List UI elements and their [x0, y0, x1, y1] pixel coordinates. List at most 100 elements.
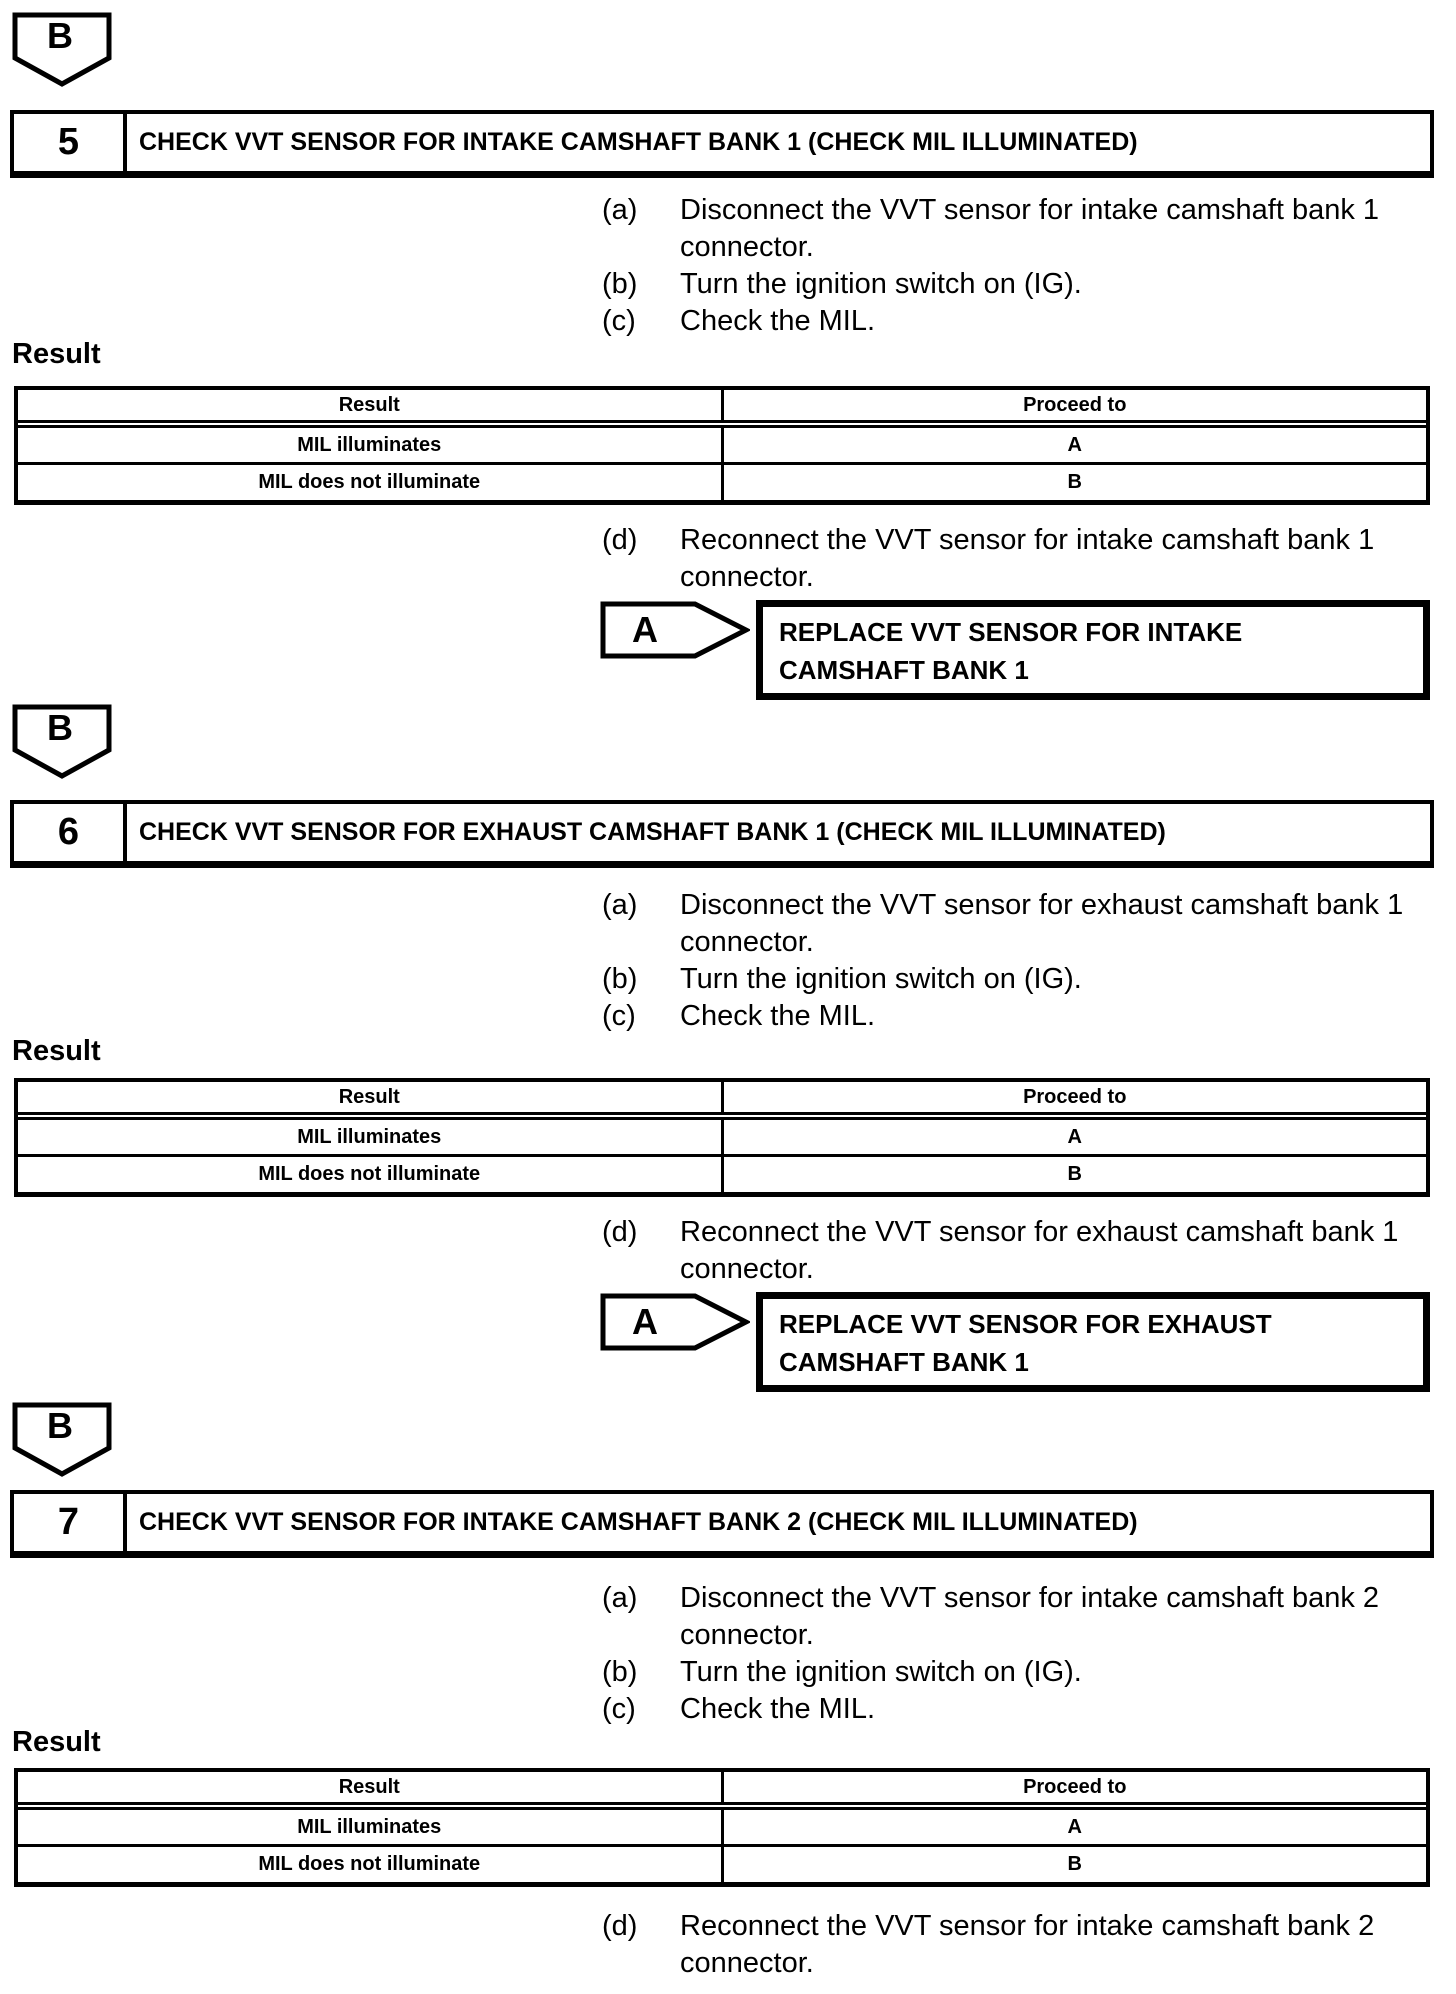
- result-heading: Result: [12, 1035, 101, 1067]
- step-line: Check the MIL.: [680, 1693, 876, 1725]
- table-header-result: Result: [18, 1772, 724, 1802]
- table-row: MIL illuminates A: [18, 1120, 1426, 1157]
- procedure-title: CHECK VVT SENSOR FOR EXHAUST CAMSHAFT BA…: [139, 818, 1166, 846]
- result-table: Result Proceed to MIL illuminates A MIL …: [14, 1768, 1430, 1887]
- table-cell-result: MIL illuminates: [18, 1810, 724, 1844]
- step-text: Check the MIL.: [680, 998, 875, 1035]
- step-line: Check the MIL.: [680, 305, 876, 337]
- step-line: Disconnect the VVT sensor for exhaust ca…: [680, 889, 1404, 921]
- step-line: connector.: [680, 926, 814, 958]
- table-header-row: Result Proceed to: [18, 1082, 1426, 1120]
- table-cell-result: MIL does not illuminate: [18, 1847, 724, 1882]
- step-text: Disconnect the VVT sensor for intake cam…: [680, 192, 1379, 266]
- procedure-steps: (a) Disconnect the VVT sensor for intake…: [602, 192, 1452, 340]
- table-cell-proceed: B: [1067, 1163, 1082, 1185]
- step-text: Check the MIL.: [680, 303, 875, 340]
- step-line: Disconnect the VVT sensor for intake cam…: [680, 194, 1380, 226]
- table-cell-proceed: A: [1067, 1815, 1082, 1838]
- table-cell-proceed: A: [1067, 433, 1082, 456]
- step-text: Check the MIL.: [680, 1691, 875, 1728]
- step-line: connector.: [680, 1619, 814, 1651]
- connector-b-label: B: [47, 15, 73, 56]
- step-label: (c): [602, 1000, 636, 1032]
- table-row: MIL does not illuminate B: [18, 1847, 1426, 1882]
- step-b: (b) Turn the ignition switch on (IG).: [602, 961, 1452, 998]
- procedure-steps: (a) Disconnect the VVT sensor for exhaus…: [602, 887, 1452, 1035]
- table-row: MIL illuminates A: [18, 428, 1426, 465]
- table-row: MIL illuminates A: [18, 1810, 1426, 1847]
- procedure-title: CHECK VVT SENSOR FOR INTAKE CAMSHAFT BAN…: [139, 1508, 1138, 1536]
- table-cell-proceed: B: [1067, 471, 1082, 493]
- action-line: CAMSHAFT BANK 1: [779, 655, 1029, 685]
- table-header-row: Result Proceed to: [18, 390, 1426, 428]
- step-line: connector.: [680, 1947, 814, 1979]
- step-a: (a) Disconnect the VVT sensor for intake…: [602, 1580, 1452, 1654]
- table-cell-proceed: B: [1067, 1853, 1082, 1875]
- action-line: REPLACE VVT SENSOR FOR INTAKE: [779, 617, 1243, 647]
- step-label: (d): [602, 524, 638, 556]
- step-b: (b) Turn the ignition switch on (IG).: [602, 1654, 1452, 1691]
- step-label: (c): [602, 1693, 636, 1725]
- table-cell-result: MIL does not illuminate: [18, 1157, 724, 1192]
- step-d: (d) Reconnect the VVT sensor for intake …: [602, 1908, 1452, 1982]
- step-b: (b) Turn the ignition switch on (IG).: [602, 266, 1452, 303]
- result-heading: Result: [12, 1726, 101, 1758]
- pentagon-down-icon: [12, 704, 112, 779]
- table-header-result: Result: [18, 1082, 724, 1112]
- connector-b-marker: B: [12, 1402, 112, 1477]
- step-line: Turn the ignition switch on (IG).: [680, 963, 1082, 995]
- action-box: REPLACE VVT SENSOR FOR INTAKE CAMSHAFT B…: [756, 600, 1430, 700]
- connector-b-marker: B: [12, 12, 112, 87]
- step-label: (a): [602, 1582, 638, 1614]
- step-a: (a) Disconnect the VVT sensor for intake…: [602, 192, 1452, 266]
- procedure-post-step: (d) Reconnect the VVT sensor for intake …: [602, 522, 1452, 596]
- step-label: (b): [602, 268, 638, 300]
- table-cell-proceed: A: [1067, 1125, 1082, 1148]
- pentagon-right-icon: [600, 1293, 750, 1351]
- step-text: Disconnect the VVT sensor for intake cam…: [680, 1580, 1379, 1654]
- action-line: REPLACE VVT SENSOR FOR EXHAUST: [779, 1309, 1272, 1339]
- step-line: Disconnect the VVT sensor for intake cam…: [680, 1582, 1380, 1614]
- connector-b-label: B: [47, 707, 73, 748]
- step-d: (d) Reconnect the VVT sensor for intake …: [602, 522, 1452, 596]
- connector-b-label: B: [47, 1405, 73, 1446]
- procedure-title-bar: 6 CHECK VVT SENSOR FOR EXHAUST CAMSHAFT …: [10, 800, 1434, 868]
- step-c: (c) Check the MIL.: [602, 303, 1452, 340]
- pentagon-right-icon: [600, 601, 750, 659]
- table-header-proceed-to: Proceed to: [1023, 393, 1127, 416]
- result-heading: Result: [12, 338, 101, 370]
- step-line: Reconnect the VVT sensor for exhaust cam…: [680, 1216, 1399, 1248]
- step-text: Reconnect the VVT sensor for intake cams…: [680, 1908, 1374, 1982]
- result-a-marker: A: [600, 1293, 750, 1351]
- step-label: (d): [602, 1216, 638, 1248]
- table-header-result: Result: [18, 390, 724, 420]
- step-text: Turn the ignition switch on (IG).: [680, 961, 1082, 998]
- step-line: Check the MIL.: [680, 1000, 876, 1032]
- step-d: (d) Reconnect the VVT sensor for exhaust…: [602, 1214, 1452, 1288]
- step-c: (c) Check the MIL.: [602, 1691, 1452, 1728]
- procedure-post-step: (d) Reconnect the VVT sensor for intake …: [602, 1908, 1452, 1982]
- procedure-number: 6: [14, 804, 127, 861]
- pentagon-down-icon: [12, 1402, 112, 1477]
- step-c: (c) Check the MIL.: [602, 998, 1452, 1035]
- step-a: (a) Disconnect the VVT sensor for exhaus…: [602, 887, 1452, 961]
- result-table: Result Proceed to MIL illuminates A MIL …: [14, 386, 1430, 505]
- result-a-label: A: [632, 1301, 658, 1342]
- step-label: (d): [602, 1910, 638, 1942]
- table-cell-result: MIL does not illuminate: [18, 465, 724, 500]
- pentagon-down-icon: [12, 12, 112, 87]
- step-label: (b): [602, 1656, 638, 1688]
- step-label: (b): [602, 963, 638, 995]
- procedure-number: 7: [14, 1494, 127, 1551]
- action-box: REPLACE VVT SENSOR FOR EXHAUST CAMSHAFT …: [756, 1292, 1430, 1392]
- procedure-post-step: (d) Reconnect the VVT sensor for exhaust…: [602, 1214, 1452, 1288]
- procedure-title-bar: 5 CHECK VVT SENSOR FOR INTAKE CAMSHAFT B…: [10, 110, 1434, 178]
- step-text: Turn the ignition switch on (IG).: [680, 266, 1082, 303]
- procedure-number: 5: [14, 114, 127, 171]
- result-a-label: A: [632, 609, 658, 650]
- table-header-proceed-to: Proceed to: [1023, 1085, 1127, 1108]
- step-line: connector.: [680, 1253, 814, 1285]
- table-row: MIL does not illuminate B: [18, 465, 1426, 500]
- step-label: (a): [602, 889, 638, 921]
- step-label: (a): [602, 194, 638, 226]
